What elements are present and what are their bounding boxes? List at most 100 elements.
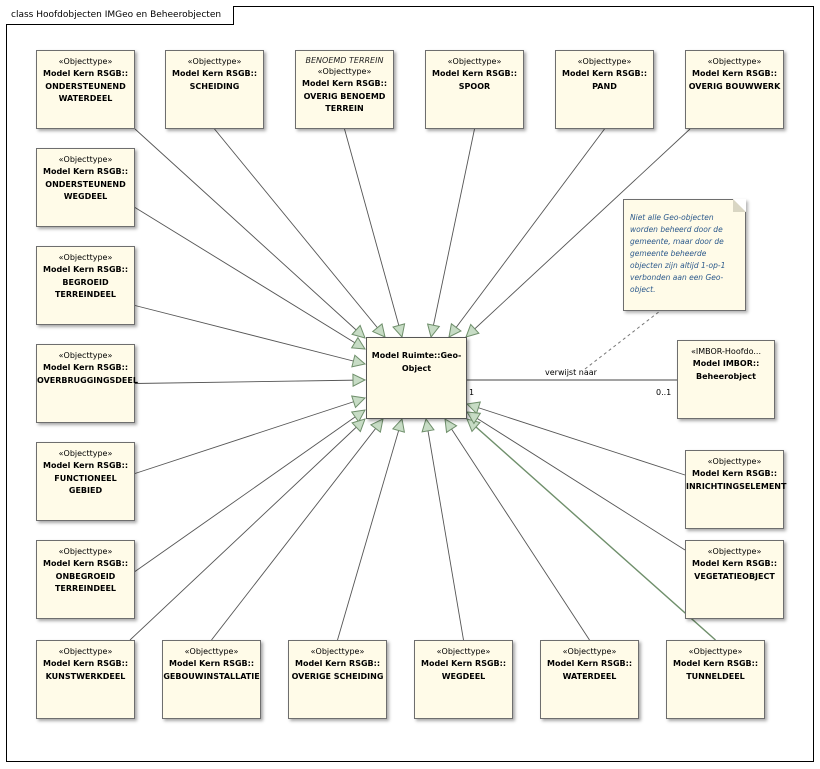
class-name-line: WEGDEEL (63, 192, 108, 201)
class-stereotype: «Objecttype» (58, 351, 113, 360)
class-name-line: ONDERSTEUNEND (45, 179, 126, 189)
generalization-pand[interactable] (449, 128, 605, 337)
class-stereotype: «Objecttype» (317, 67, 372, 76)
class-name-line: Model Kern RSGB:: (42, 167, 129, 176)
diagram-title: class Hoofdobjecten IMGeo en Beheerobjec… (6, 6, 235, 25)
class-name-line: Model Kern RSGB:: (171, 69, 258, 78)
generalization-wegdeel[interactable] (426, 419, 464, 641)
class-name-line: OVERBRUGGINGSDEEL (37, 375, 138, 385)
note[interactable]: Niet alle Geo-objecten worden beheerd do… (623, 199, 746, 311)
class-overig-bouwwerk[interactable]: «Objecttype»Model Kern RSGB::OVERIG BOUW… (685, 50, 784, 129)
class-tag: BENOEMD TERREIN (305, 56, 384, 65)
class-name-line: Model Kern RSGB:: (42, 461, 129, 470)
class-stereotype: «Objecttype» (562, 647, 617, 656)
generalization-vegetatieobject[interactable] (467, 412, 686, 551)
class-name-line: Model Kern RSGB:: (561, 69, 648, 78)
generalization-overig-bouwwerk[interactable] (466, 128, 691, 337)
generalization-overbruggingsdeel[interactable] (134, 380, 365, 384)
class-wegdeel[interactable]: «Objecttype»Model Kern RSGB::WEGDEEL (414, 640, 513, 719)
class-name-line: INRICHTINGSELEMENT (686, 481, 787, 491)
class-tunneldeel[interactable]: «Objecttype»Model Kern RSGB::TUNNELDEEL (666, 640, 765, 719)
target-multiplicity: 0..1 (656, 388, 672, 397)
class-name-line: PAND (592, 81, 617, 91)
generalization-kunstwerkdeel[interactable] (129, 419, 365, 641)
note-line: gemeente, maar door de (630, 237, 724, 246)
generalization-inrichtingselement[interactable] (467, 404, 686, 476)
class-ondersteunend-wegdeel[interactable]: «Objecttype»Model Kern RSGB::ONDERSTEUNE… (36, 148, 135, 227)
class-overbruggingsdeel[interactable]: «Objecttype»Model Kern RSGB::OVERBRUGGIN… (36, 344, 138, 423)
class-name-line: Model Kern RSGB:: (691, 69, 778, 78)
geo-object-class[interactable]: Model Ruimte::Geo- Object (366, 337, 467, 419)
class-stereotype: «Objecttype» (184, 647, 239, 656)
class-ondersteunend-waterdeel[interactable]: «Objecttype»Model Kern RSGB::ONDERSTEUNE… (36, 50, 135, 129)
class-stereotype: «Objecttype» (707, 57, 762, 66)
class-beheerobject[interactable]: «IMBOR-Hoofdo...Model IMBOR::Beheerobjec… (677, 340, 775, 419)
class-stereotype: «Objecttype» (707, 547, 762, 556)
class-functioneel-gebied[interactable]: «Objecttype»Model Kern RSGB::FUNCTIONEEL… (36, 442, 135, 521)
class-stereotype: «Objecttype» (310, 647, 365, 656)
class-stereotype: «Objecttype» (436, 647, 491, 656)
class-name-line: Model Kern RSGB:: (294, 659, 381, 668)
class-name-line: ONBEGROEID (55, 571, 116, 581)
generalization-ondersteunend-waterdeel[interactable] (134, 128, 365, 338)
class-overige-scheiding[interactable]: «Objecttype»Model Kern RSGB::OVERIGE SCH… (288, 640, 387, 719)
note-fold-corner (733, 199, 746, 212)
generalization-waterdeel[interactable] (445, 419, 590, 641)
class-name-line: WATERDEEL (562, 671, 617, 681)
class-name-line: Model Kern RSGB:: (42, 69, 129, 78)
class-name-line: Model Kern RSGB:: (42, 559, 129, 568)
geo-object-name-line2: Object (401, 363, 432, 373)
class-name-line: OVERIG BOUWWERK (688, 81, 781, 91)
class-name-line: Model Kern RSGB:: (672, 659, 759, 668)
class-name-line: BEGROEID (62, 277, 109, 287)
generalization-tunneldeel[interactable] (467, 419, 716, 641)
note-line: verbonden aan een Geo- (630, 273, 724, 282)
class-inrichtingselement[interactable]: «Objecttype»Model Kern RSGB::INRICHTINGS… (685, 450, 787, 529)
generalization-overig-benoemd-terrein[interactable] (344, 128, 403, 337)
note-line: objecten zijn altijd 1-op-1 (630, 261, 726, 270)
generalization-spoor[interactable] (431, 128, 475, 337)
class-name-line: OVERIGE SCHEIDING (291, 671, 384, 681)
generalization-functioneel-gebied[interactable] (134, 398, 365, 474)
class-name-line: WATERDEEL (58, 94, 113, 103)
generalization-overige-scheiding[interactable] (337, 419, 403, 641)
class-name-line: VEGETATIEOBJECT (694, 571, 775, 581)
class-kunstwerkdeel[interactable]: «Objecttype»Model Kern RSGB::KUNSTWERKDE… (36, 640, 135, 719)
class-pand[interactable]: «Objecttype»Model Kern RSGB::PAND (555, 50, 654, 129)
class-vegetatieobject[interactable]: «Objecttype»Model Kern RSGB::VEGETATIEOB… (685, 540, 784, 619)
class-stereotype: «Objecttype» (58, 57, 113, 66)
class-name-line: TERREINDEEL (54, 584, 117, 593)
class-name-line: KUNSTWERKDEEL (45, 671, 126, 681)
class-name-line: TERREINDEEL (54, 290, 117, 299)
generalization-scheiding[interactable] (214, 128, 386, 337)
class-scheiding[interactable]: «Objecttype»Model Kern RSGB::SCHEIDING (165, 50, 264, 129)
class-stereotype: «Objecttype» (58, 253, 113, 262)
generalization-gebouwinstallatie[interactable] (211, 419, 384, 641)
class-stereotype: «Objecttype» (577, 57, 632, 66)
class-gebouwinstallatie[interactable]: «Objecttype»Model Kern RSGB::GEBOUWINSTA… (162, 640, 261, 719)
generalization-begroeid-terreindeel[interactable] (134, 305, 365, 365)
class-name-line: TUNNELDEEL (686, 671, 745, 681)
class-waterdeel[interactable]: «Objecttype»Model Kern RSGB::WATERDEEL (540, 640, 639, 719)
class-stereotype: «Objecttype» (187, 57, 242, 66)
class-overig-benoemd-terrein[interactable]: BENOEMD TERREIN «Objecttype» Model Kern RS… (295, 50, 394, 129)
class-name-line: Model IMBOR:: (692, 359, 760, 368)
class-spoor[interactable]: «Objecttype»Model Kern RSGB::SPOOR (425, 50, 524, 129)
class-name-line: Model Kern RSGB:: (301, 79, 388, 88)
class-name-line: OVERIG BENOEMD (303, 91, 386, 101)
generalization-onbegroeid-terreindeel[interactable] (134, 410, 365, 572)
class-name-line: Model Kern RSGB:: (42, 265, 129, 274)
class-name-line: Model Kern RSGB:: (431, 69, 518, 78)
class-stereotype: «Objecttype» (58, 547, 113, 556)
class-stereotype: «Objecttype» (58, 647, 113, 656)
note-line: worden beheerd door de (630, 225, 723, 234)
diagram-frame (6, 6, 814, 762)
class-stereotype: «IMBOR-Hoofdo... (690, 347, 761, 356)
class-stereotype: «Objecttype» (58, 155, 113, 164)
class-name-line: GEBOUWINSTALLATIE (163, 671, 260, 681)
class-stereotype: «Objecttype» (58, 449, 113, 458)
generalization-ondersteunend-wegdeel[interactable] (134, 207, 365, 350)
